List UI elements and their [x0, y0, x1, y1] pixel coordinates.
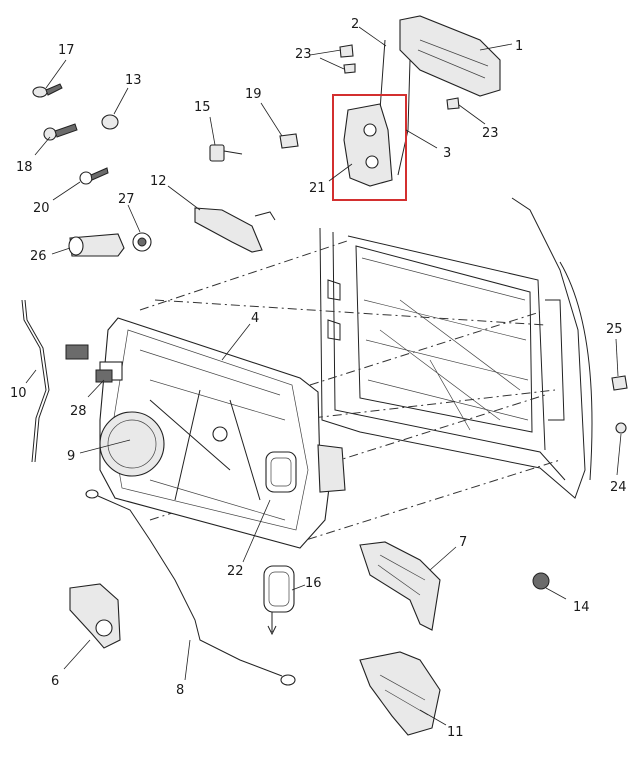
- part-20-screw: [79, 167, 109, 185]
- part-17-bolt: [32, 83, 63, 98]
- callout-18: 18: [16, 160, 33, 175]
- door-frame: [319, 197, 593, 499]
- callout-21: 21: [309, 181, 326, 196]
- callout-6: 6: [51, 674, 59, 689]
- part-11-regulator: [359, 651, 441, 736]
- callout-3: 3: [443, 146, 451, 161]
- part-12-inside-handle: [194, 207, 276, 253]
- part-27-grommet: [132, 232, 152, 252]
- callout-2: 2: [351, 17, 359, 32]
- callout-10: 10: [10, 386, 27, 401]
- callout-23b: 23: [482, 126, 499, 141]
- part-26-bumper: [68, 233, 125, 257]
- part-24-clip: [615, 422, 627, 434]
- part-25-screw: [611, 375, 628, 391]
- part-7-bracket: [359, 541, 441, 631]
- part-19-clip: [279, 133, 299, 149]
- callout-20: 20: [33, 201, 50, 216]
- callout-14: 14: [573, 600, 590, 615]
- part-23-screws: [339, 44, 460, 110]
- callout-8: 8: [176, 683, 184, 698]
- door-module-panel: [65, 317, 346, 549]
- assembly-dash-lines: [139, 239, 561, 546]
- callout-19: 19: [245, 87, 262, 102]
- callout-25: 25: [606, 322, 623, 337]
- callout-16: 16: [305, 576, 322, 591]
- highlight-box: [332, 94, 407, 201]
- callout-12: 12: [150, 174, 167, 189]
- part-8-cable: [85, 489, 296, 686]
- part-21-latch: [332, 94, 407, 201]
- leader-lines: [25, 26, 622, 726]
- callout-11: 11: [447, 725, 464, 740]
- part-1-outside-handle: [399, 15, 501, 97]
- part-14-grommet: [532, 572, 550, 590]
- callout-1: 1: [515, 39, 523, 54]
- part-10-rod: [21, 299, 50, 463]
- part-16-seal: [263, 565, 295, 636]
- callout-labels: 1 2 3 4 5 6 7 8 9 10 11 12 13 14 15 16 1…: [10, 17, 627, 740]
- callout-13: 13: [125, 73, 142, 88]
- callout-15: 15: [194, 100, 211, 115]
- callout-27: 27: [118, 192, 135, 207]
- part-28-connector: [95, 369, 113, 383]
- callout-24: 24: [610, 480, 627, 495]
- callout-7: 7: [459, 535, 467, 550]
- callout-9: 9: [67, 449, 75, 464]
- callout-28: 28: [70, 404, 87, 419]
- part-6-motor: [69, 583, 121, 649]
- callout-4: 4: [251, 311, 259, 326]
- callout-23a: 23: [295, 47, 312, 62]
- callout-17: 17: [58, 43, 75, 58]
- part-18-bolt: [43, 123, 78, 141]
- callout-22: 22: [227, 564, 244, 579]
- callout-26: 26: [30, 249, 47, 264]
- part-15-clip: [209, 144, 243, 162]
- part-13-nut: [101, 114, 119, 130]
